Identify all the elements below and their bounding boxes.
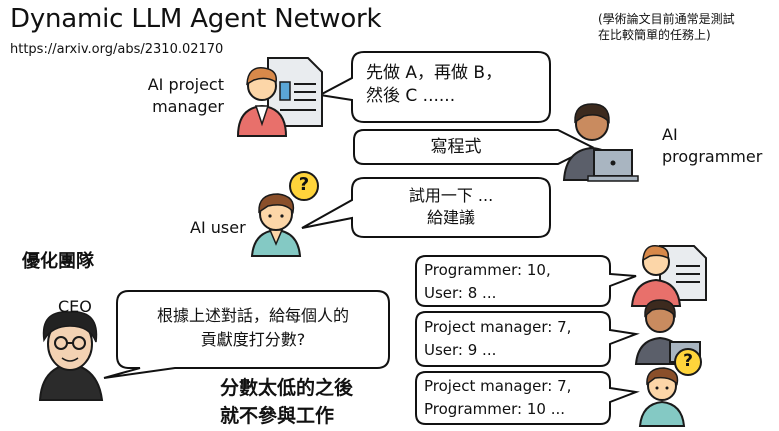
score-text-3: Project manager: 7, Programmer: 10 ... xyxy=(424,375,608,421)
programmer-avatar-icon xyxy=(562,103,639,182)
score-line: User: 9 ... xyxy=(424,341,497,359)
pm-bubble-text: 先做 A，再做 B， 然後 C ...... xyxy=(366,62,546,108)
result-heading: 分數太低的之後 就不參與工作 xyxy=(220,374,353,430)
score-line: Programmer: 10, xyxy=(424,261,551,279)
programmer-bubble-text: 寫程式 xyxy=(430,137,482,157)
question-mark-glyph: ? xyxy=(298,174,310,195)
score-text-2: Project manager: 7, User: 9 ... xyxy=(424,316,608,362)
pm-label: AI project manager xyxy=(120,74,224,118)
score-line: Programmer: 10 ... xyxy=(424,400,566,418)
optimize-team-heading: 優化團隊 xyxy=(22,251,94,272)
ceo-bubble-line: 根據上述對話，給每個人的 xyxy=(156,306,349,325)
user-avatar-icon xyxy=(250,171,319,257)
programmer-label-line: programmer xyxy=(662,147,763,166)
pm-label-line: manager xyxy=(152,97,224,116)
ceo-bubble-text: 根據上述對話，給每個人的 貢獻度打分數? xyxy=(117,304,389,352)
source-url[interactable]: https://arxiv.org/abs/2310.02170 xyxy=(10,42,224,57)
side-note-line: 在比較簡單的任務上) xyxy=(598,28,711,42)
score-line: User: 8 ... xyxy=(424,284,497,302)
programmer-speech-bubble xyxy=(353,129,595,165)
page-title: Dynamic LLM Agent Network xyxy=(10,4,382,34)
question-mark-glyph: ? xyxy=(683,351,693,371)
result-heading-line: 分數太低的之後 xyxy=(220,377,354,399)
score-bubble-3 xyxy=(415,371,640,425)
ceo-bubble-line: 貢獻度打分數? xyxy=(200,330,306,349)
result-heading-line: 就不參與工作 xyxy=(220,405,335,427)
ceo-speech-bubble xyxy=(103,290,390,379)
programmer-label: AI programmer xyxy=(662,124,772,168)
pm-bubble-line: 然後 C ...... xyxy=(366,86,456,106)
pm-speech-bubble xyxy=(316,51,551,123)
user-bubble-text: 試用一下 ... 給建議 xyxy=(352,185,550,229)
pm-bubble-line: 先做 A，再做 B， xyxy=(366,63,503,83)
score-line: Project manager: 7, xyxy=(424,377,572,395)
manager-avatar-icon xyxy=(630,245,707,307)
question-mark-icon xyxy=(289,171,319,201)
user-bubble-line: 給建議 xyxy=(426,208,475,227)
score-text-1: Programmer: 10, User: 8 ... xyxy=(424,259,608,305)
manager-avatar-icon xyxy=(236,57,323,137)
user-label: AI user xyxy=(190,218,246,237)
user-bubble-line: 試用一下 ... xyxy=(408,186,494,205)
user-avatar-icon xyxy=(638,348,702,427)
user-speech-bubble xyxy=(301,177,551,238)
question-mark-icon xyxy=(674,348,702,376)
score-bubble-1 xyxy=(415,255,637,307)
score-line: Project manager: 7, xyxy=(424,318,572,336)
laptop-icon xyxy=(587,149,639,182)
document-icon xyxy=(267,57,323,127)
pm-label-line: AI project xyxy=(147,75,224,94)
ceo-avatar-icon xyxy=(38,311,104,401)
side-note-line: (學術論文目前通常是測試 xyxy=(598,12,735,26)
score-bubble-2 xyxy=(415,311,640,367)
programmer-label-line: AI xyxy=(662,125,678,144)
ceo-label: CEO xyxy=(58,297,92,316)
side-note: (學術論文目前通常是測試 在比較簡單的任務上) xyxy=(598,11,735,43)
